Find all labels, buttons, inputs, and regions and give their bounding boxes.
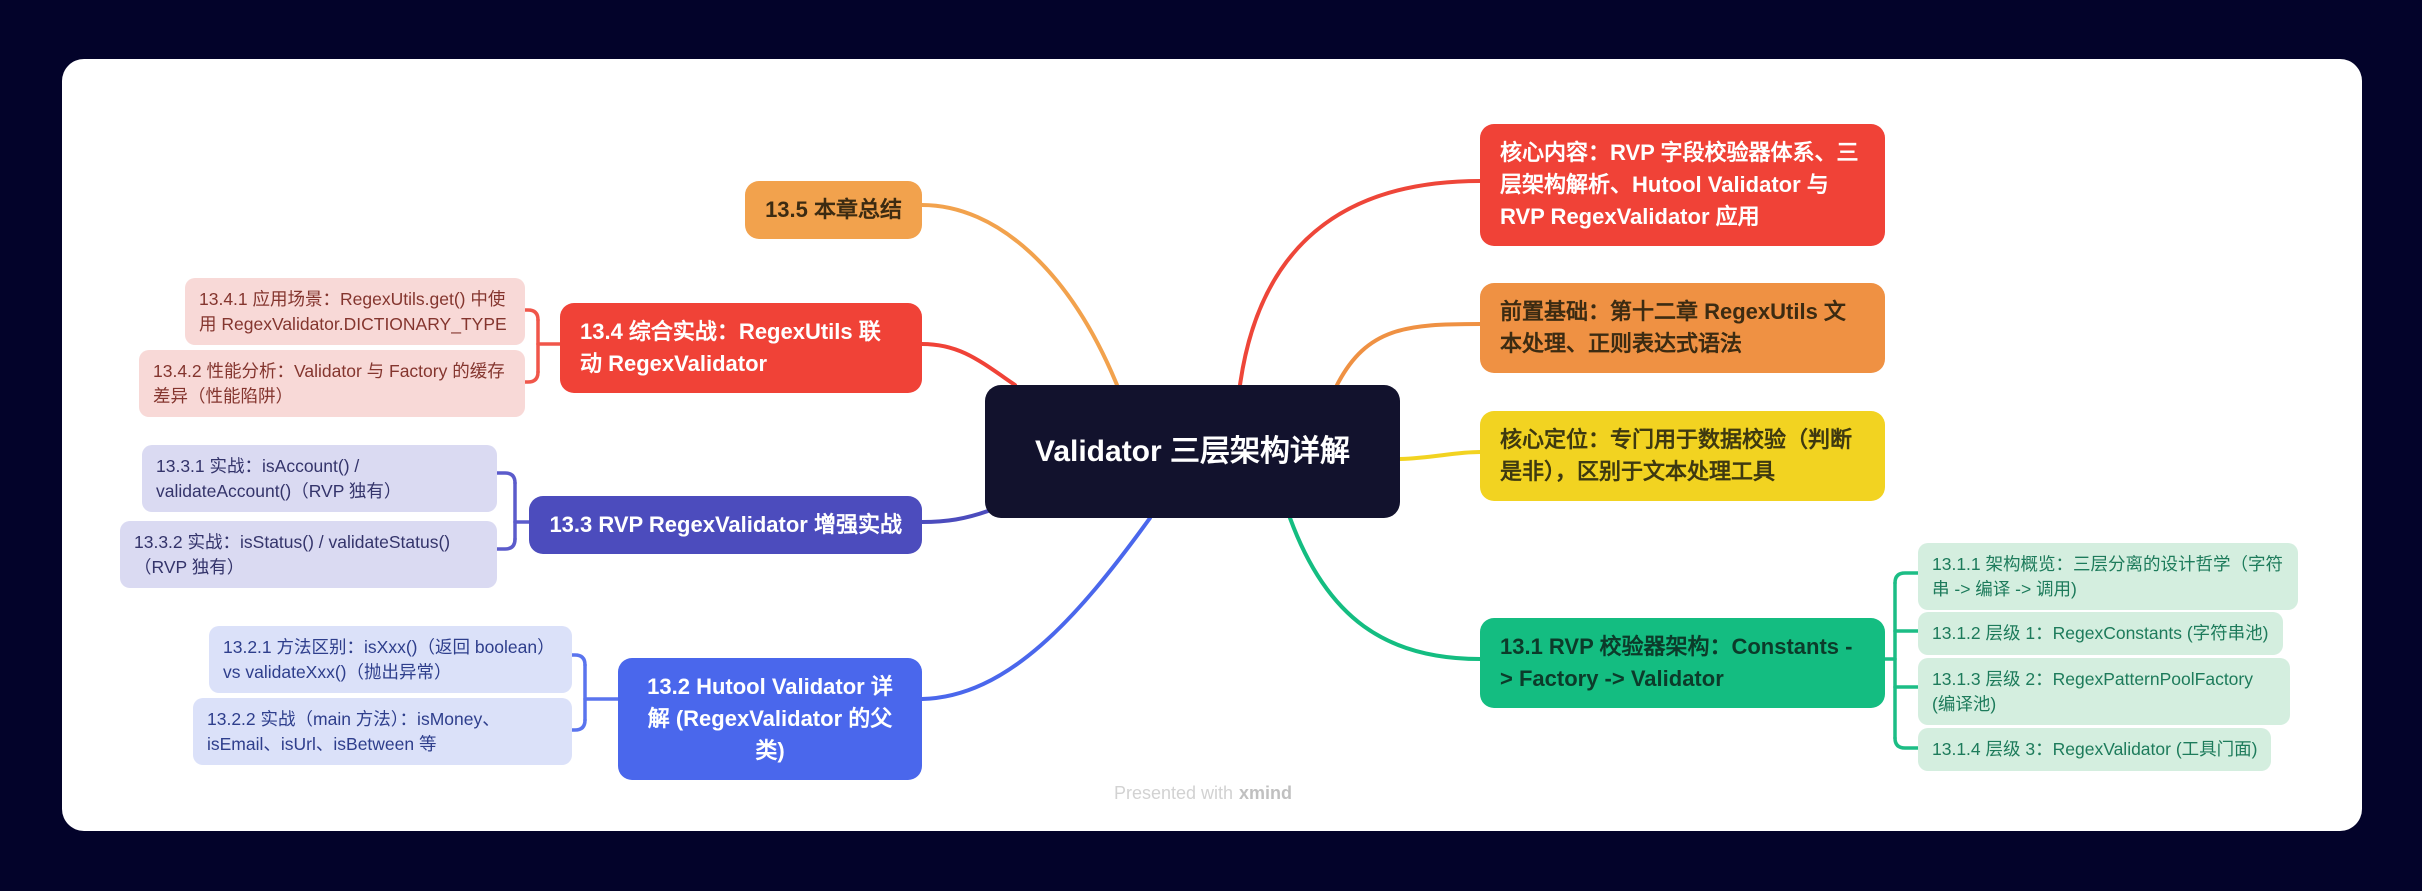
bracket-13-3 (495, 471, 535, 551)
bracket-13-4-arm-2 (523, 370, 540, 384)
subtopic-13-3-2[interactable]: 13.3.2 实战：isStatus() / validateStatus()（… (120, 521, 497, 588)
bracket-13-1-arm-1 (1893, 571, 1920, 585)
subtopic-13-4-1[interactable]: 13.4.1 应用场景：RegexUtils.get() 中使用 RegexVa… (185, 278, 525, 345)
subtopic-13-2-2[interactable]: 13.2.2 实战（main 方法）：isMoney、isEmail、isUrl… (193, 698, 572, 765)
topic-13-3[interactable]: 13.3 RVP RegexValidator 增强实战 (529, 496, 922, 554)
subtopic-13-3-1[interactable]: 13.3.1 实战：isAccount() / validateAccount(… (142, 445, 497, 512)
subtopic-13-1-2[interactable]: 13.1.2 层级 1：RegexConstants (字符串池) (1918, 612, 2283, 655)
connector-13-4 (920, 342, 1017, 387)
topic-positioning[interactable]: 核心定位：专门用于数据校验（判断是非），区别于文本处理工具 (1480, 411, 1885, 501)
topic-prerequisite[interactable]: 前置基础：第十二章 RegexUtils 文本处理、正则表达式语法 (1480, 283, 1885, 373)
bracket-13-1-arm-4 (1893, 736, 1920, 750)
subtopic-13-4-2[interactable]: 13.4.2 性能分析：Validator 与 Factory 的缓存差异（性能… (139, 350, 525, 417)
topic-13-4[interactable]: 13.4 综合实战：RegexUtils 联动 RegexValidator (560, 303, 922, 393)
bracket-13-1 (1883, 571, 1920, 750)
bracket-13-2-arm-2 (570, 718, 587, 732)
mindmap-canvas: Validator 三层架构详解 核心内容：RVP 字段校验器体系、三层架构解析… (62, 59, 2362, 831)
topic-13-1[interactable]: 13.1 RVP 校验器架构：Constants -> Factory -> V… (1480, 618, 1885, 708)
connector-13-2 (920, 516, 1152, 701)
watermark-prefix: Presented with (1113, 783, 1234, 803)
bracket-13-4 (523, 308, 562, 384)
bracket-13-3-arm-2 (495, 537, 517, 551)
bracket-13-2 (570, 653, 620, 732)
bracket-13-4-arm-1 (523, 308, 540, 322)
connector-core-content (1238, 179, 1482, 387)
topic-root[interactable]: Validator 三层架构详解 (985, 385, 1400, 518)
connector-13-3 (920, 509, 990, 524)
connector-prerequisite (1335, 322, 1482, 387)
subtopic-13-2-1[interactable]: 13.2.1 方法区别：isXxx()（返回 boolean）vs valida… (209, 626, 572, 693)
connector-13-5 (920, 203, 1119, 387)
bracket-13-2-arm-1 (570, 653, 587, 667)
connector-13-1 (1288, 516, 1482, 661)
watermark-brand: xmind (1239, 783, 1293, 803)
subtopic-13-1-4[interactable]: 13.1.4 层级 3：RegexValidator (工具门面) (1918, 728, 2272, 771)
topic-13-2[interactable]: 13.2 Hutool Validator 详解 (RegexValidator… (618, 658, 922, 780)
bracket-13-3-arm-1 (495, 471, 517, 485)
subtopic-13-1-3[interactable]: 13.1.3 层级 2：RegexPatternPoolFactory (编译池… (1918, 658, 2290, 725)
topic-core-content[interactable]: 核心内容：RVP 字段校验器体系、三层架构解析、Hutool Validator… (1480, 124, 1885, 246)
connector-positioning (1398, 450, 1482, 461)
subtopic-13-1-1[interactable]: 13.1.1 架构概览：三层分离的设计哲学（字符串 -> 编译 -> 调用) (1918, 543, 2298, 610)
topic-13-5[interactable]: 13.5 本章总结 (745, 181, 922, 239)
